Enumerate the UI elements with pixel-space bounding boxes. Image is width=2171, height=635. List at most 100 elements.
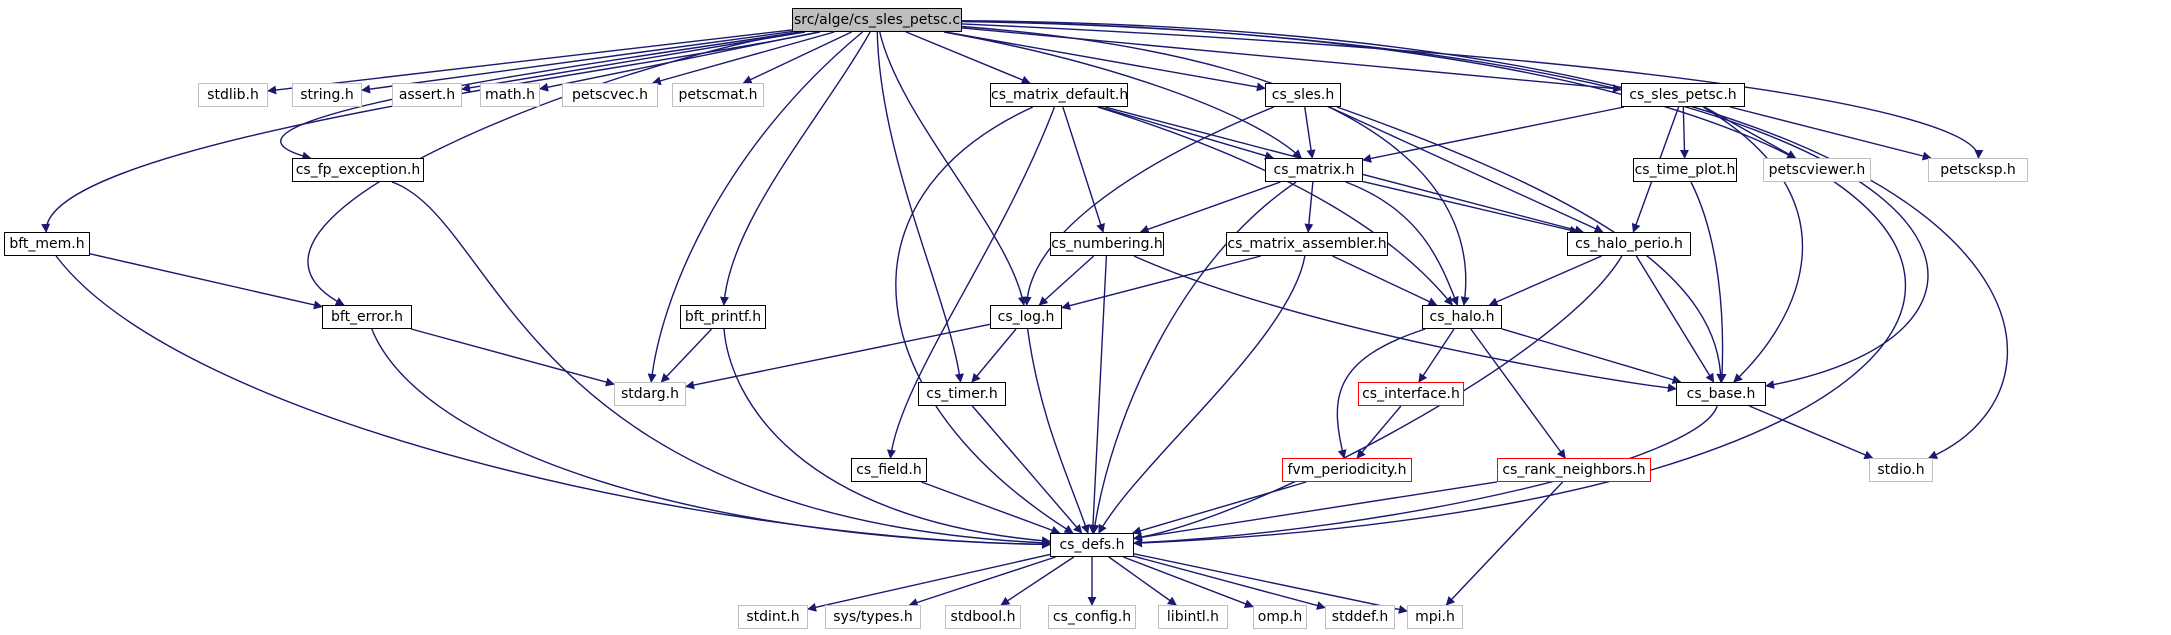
node-sys-types: sys/types.h bbox=[825, 605, 921, 629]
node-bft-printf[interactable]: bft_printf.h bbox=[680, 305, 766, 329]
edge-root-to-petscmat bbox=[742, 31, 852, 84]
edge-cs-rank-neighbors-to-cs-defs bbox=[1133, 481, 1498, 542]
edge-root-to-bft-mem bbox=[41, 31, 821, 233]
node-cs-config: cs_config.h bbox=[1048, 605, 1136, 629]
node-stdint: stdint.h bbox=[738, 605, 808, 629]
node-cs-time-plot[interactable]: cs_time_plot.h bbox=[1633, 158, 1737, 182]
edge-cs-base-to-stdio bbox=[1749, 405, 1874, 459]
edge-root-to-cs-defs bbox=[961, 20, 1906, 548]
edge-cs-halo-to-cs-rank-neighbors bbox=[1470, 328, 1566, 459]
edge-bft-mem-to-bft-error bbox=[89, 253, 323, 310]
edge-cs-numbering-to-cs-defs bbox=[1088, 255, 1108, 534]
edge-fvm-periodicity-to-cs-defs bbox=[1131, 481, 1307, 536]
edge-root-to-petscksp bbox=[961, 23, 1984, 159]
edge-bft-printf-to-cs-defs bbox=[723, 328, 1051, 546]
node-cs-rank-neighbors[interactable]: cs_rank_neighbors.h bbox=[1497, 458, 1651, 482]
node-petscviewer: petscviewer.h bbox=[1763, 158, 1871, 182]
node-cs-sles-petsc-c: src/alge/cs_sles_petsc.c bbox=[792, 8, 962, 32]
node-math: math.h bbox=[480, 83, 540, 107]
edge-cs-matrix-default-to-cs-defs bbox=[895, 106, 1074, 534]
node-cs-defs[interactable]: cs_defs.h bbox=[1050, 533, 1134, 557]
edge-root-to-stdio bbox=[961, 20, 2009, 459]
edge-cs-matrix-to-cs-numbering bbox=[1139, 181, 1281, 234]
node-bft-error[interactable]: bft_error.h bbox=[322, 305, 412, 329]
edge-bft-error-to-stdarg bbox=[410, 328, 615, 387]
node-cs-timer[interactable]: cs_timer.h bbox=[918, 382, 1006, 406]
node-cs-matrix[interactable]: cs_matrix.h bbox=[1265, 158, 1363, 182]
node-cs-interface[interactable]: cs_interface.h bbox=[1358, 382, 1464, 406]
node-stdbool: stdbool.h bbox=[945, 605, 1021, 629]
edge-cs-rank-neighbors-to-mpi bbox=[1445, 481, 1564, 606]
edge-cs-matrix-default-to-cs-halo bbox=[1097, 106, 1453, 306]
node-cs-halo-perio[interactable]: cs_halo_perio.h bbox=[1567, 232, 1691, 256]
edge-cs-sles-petsc-to-cs-matrix bbox=[1362, 106, 1625, 163]
edge-cs-matrix-to-cs-defs bbox=[1090, 181, 1297, 534]
edge-cs-matrix-default-to-cs-field bbox=[886, 106, 1056, 459]
node-cs-matrix-assembler[interactable]: cs_matrix_assembler.h bbox=[1226, 232, 1388, 256]
edge-root-to-assert bbox=[461, 31, 806, 93]
node-libintl: libintl.h bbox=[1158, 605, 1228, 629]
node-mpi: mpi.h bbox=[1407, 605, 1463, 629]
edge-cs-matrix-default-to-cs-numbering bbox=[1062, 106, 1105, 233]
edge-cs-defs-to-omp bbox=[1123, 556, 1254, 608]
edge-root-to-bft-error bbox=[307, 31, 801, 306]
edge-root-to-bft-printf bbox=[719, 31, 871, 306]
edge-root-to-cs-matrix-default bbox=[905, 31, 1031, 85]
node-cs-log[interactable]: cs_log.h bbox=[990, 305, 1062, 329]
node-cs-fp-exception[interactable]: cs_fp_exception.h bbox=[292, 158, 424, 182]
edge-cs-sles-to-cs-matrix bbox=[1304, 106, 1316, 159]
edge-bft-printf-to-stdarg bbox=[660, 328, 713, 383]
edge-cs-sles-to-cs-log bbox=[1022, 106, 1274, 306]
edge-root-to-cs-sles bbox=[945, 31, 1266, 92]
node-cs-base[interactable]: cs_base.h bbox=[1676, 382, 1766, 406]
edge-root-to-stdarg bbox=[647, 31, 863, 383]
edge-cs-log-to-stdarg bbox=[685, 323, 991, 390]
edge-root-to-cs-timer bbox=[876, 31, 964, 383]
edge-cs-numbering-to-cs-base bbox=[1133, 255, 1677, 393]
edge-cs-interface-to-fvm-periodicity bbox=[1356, 405, 1402, 459]
node-fvm-periodicity[interactable]: fvm_periodicity.h bbox=[1282, 458, 1412, 482]
node-petscksp: petscksp.h bbox=[1928, 158, 2028, 182]
edge-cs-sles-petsc-to-cs-base bbox=[1702, 106, 1804, 383]
edge-cs-fp-exception-to-cs-defs bbox=[391, 181, 1051, 548]
node-cs-halo[interactable]: cs_halo.h bbox=[1422, 305, 1502, 329]
edge-bft-mem-to-cs-defs bbox=[55, 255, 1051, 549]
edge-cs-sles-to-cs-halo-perio bbox=[1328, 106, 1604, 233]
edge-cs-defs-to-stddef bbox=[1133, 555, 1326, 610]
edge-root-to-math bbox=[539, 31, 819, 92]
edge-cs-time-plot-to-cs-base bbox=[1690, 181, 1727, 383]
node-cs-numbering[interactable]: cs_numbering.h bbox=[1050, 232, 1164, 256]
edge-cs-log-to-cs-timer bbox=[971, 328, 1017, 383]
node-petscvec: petscvec.h bbox=[562, 83, 658, 107]
edge-root-to-cs-halo bbox=[961, 25, 1470, 306]
node-cs-sles-petsc[interactable]: cs_sles_petsc.h bbox=[1621, 83, 1745, 107]
edge-bft-error-to-cs-defs bbox=[371, 328, 1051, 549]
node-cs-field[interactable]: cs_field.h bbox=[851, 458, 927, 482]
edge-cs-matrix-default-to-cs-matrix bbox=[1099, 106, 1275, 161]
edge-cs-matrix-to-cs-matrix-assembler bbox=[1304, 181, 1314, 233]
edge-cs-timer-to-cs-defs bbox=[971, 405, 1083, 534]
edge-cs-matrix-assembler-to-cs-halo bbox=[1332, 255, 1438, 306]
edge-cs-base-to-cs-defs bbox=[1133, 405, 1718, 548]
edge-cs-halo-to-fvm-periodicity bbox=[1336, 328, 1426, 459]
include-edges bbox=[41, 20, 2009, 614]
node-bft-mem[interactable]: bft_mem.h bbox=[4, 232, 90, 256]
edge-cs-matrix-assembler-to-cs-defs bbox=[1098, 255, 1306, 534]
node-string: string.h bbox=[292, 83, 362, 107]
node-cs-sles[interactable]: cs_sles.h bbox=[1265, 83, 1341, 107]
edge-cs-field-to-cs-defs bbox=[921, 481, 1061, 535]
edge-cs-sles-petsc-to-petscksp bbox=[1730, 106, 1932, 161]
edge-cs-sles-petsc-to-cs-time-plot bbox=[1679, 106, 1689, 159]
edge-cs-defs-to-stdint bbox=[807, 553, 1051, 612]
node-assert: assert.h bbox=[392, 83, 462, 107]
edge-root-to-petscvec bbox=[651, 31, 835, 86]
edge-cs-halo-perio-to-cs-halo bbox=[1488, 255, 1602, 306]
node-petscmat: petscmat.h bbox=[672, 83, 764, 107]
edge-root-to-cs-matrix bbox=[943, 31, 1302, 159]
node-omp: omp.h bbox=[1253, 605, 1307, 629]
edge-cs-halo-to-cs-interface bbox=[1418, 328, 1455, 383]
edge-cs-defs-to-stdbool bbox=[1000, 556, 1075, 606]
node-cs-matrix-default[interactable]: cs_matrix_default.h bbox=[990, 83, 1128, 107]
node-stdarg: stdarg.h bbox=[614, 382, 686, 406]
